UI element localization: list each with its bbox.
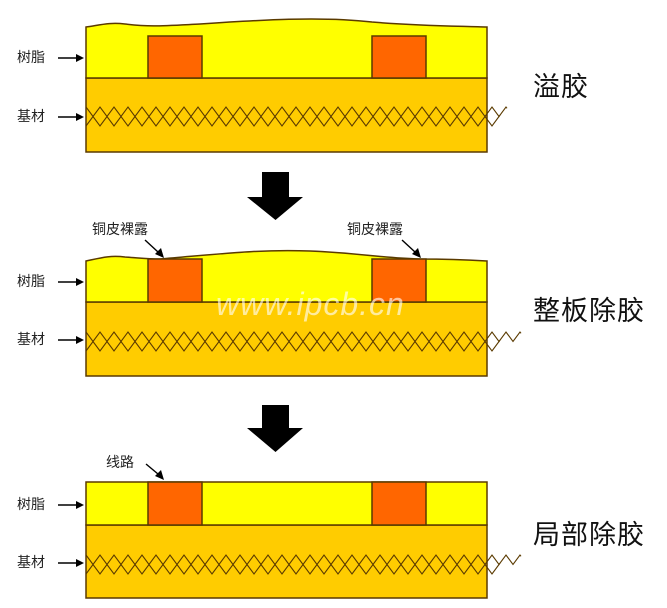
panel-overflow-resin: [58, 18, 508, 153]
panel-full-board-desmear: [58, 239, 522, 377]
substrate-label-arrow-icon: [58, 113, 84, 121]
process-down-arrow-icon: [247, 405, 303, 452]
resin-label: 树脂: [17, 50, 45, 66]
glass-weave-pattern: [85, 331, 522, 352]
copper-trace: [371, 481, 427, 526]
copper-trace: [147, 481, 203, 526]
resin-label: 树脂: [17, 497, 45, 513]
step-title-full-board-desmear: 整板除胶: [533, 296, 645, 327]
exposed-copper-callout: 铜皮裸露: [92, 222, 148, 238]
substrate-label: 基材: [17, 109, 45, 125]
copper-pad: [371, 35, 427, 79]
resin-label: 树脂: [17, 274, 45, 290]
circuit-trace-callout: 线路: [106, 455, 134, 471]
glass-weave-pattern: [85, 554, 522, 575]
substrate-layer: [85, 77, 488, 153]
resin-label-arrow-icon: [58, 501, 84, 509]
substrate-label: 基材: [17, 332, 45, 348]
copper-pad: [147, 35, 203, 79]
resin-label-arrow-icon: [58, 278, 84, 286]
callout-pointer-arrow-icon: [401, 239, 421, 258]
step-title-partial-desmear: 局部除胶: [533, 520, 645, 551]
resin-layer: [85, 18, 488, 79]
substrate-label-arrow-icon: [58, 336, 84, 344]
step-title-overflow-resin: 溢胶: [533, 72, 589, 103]
callout-pointer-arrow-icon: [145, 463, 164, 480]
exposed-copper-callout: 铜皮裸露: [347, 222, 403, 238]
substrate-label: 基材: [17, 555, 45, 571]
process-down-arrow-icon: [247, 172, 303, 220]
watermark: www.ipcb.cn: [216, 286, 405, 322]
substrate-label-arrow-icon: [58, 559, 84, 567]
copper-pad: [371, 258, 427, 303]
glass-weave-pattern: [85, 106, 508, 127]
copper-pad: [147, 258, 203, 303]
resin-layer: [85, 481, 488, 526]
panel-partial-desmear: [58, 463, 522, 599]
resin-label-arrow-icon: [58, 54, 84, 62]
callout-pointer-arrow-icon: [144, 239, 164, 258]
